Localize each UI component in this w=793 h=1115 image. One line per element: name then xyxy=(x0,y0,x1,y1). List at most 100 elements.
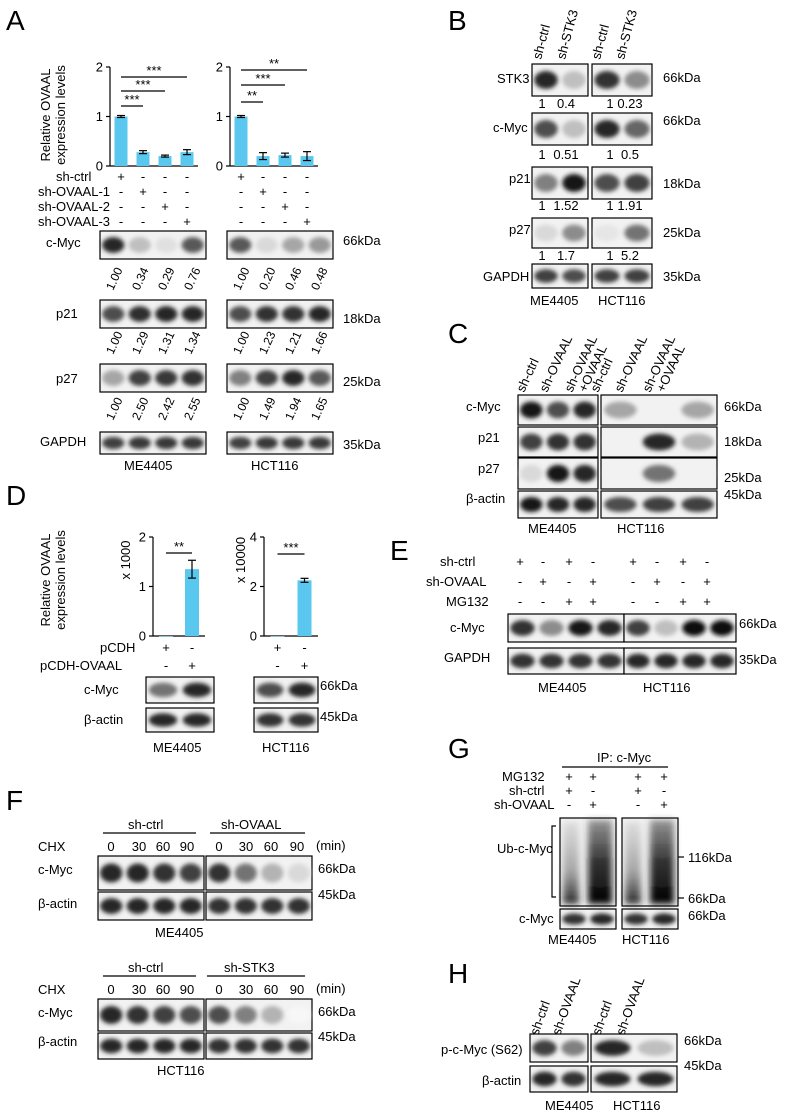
condition-sign: + xyxy=(660,769,668,784)
panel-f-letter: F xyxy=(6,785,23,816)
panel-c-kda: 45kDa xyxy=(724,487,762,502)
condition-sign: - xyxy=(567,797,571,812)
panel-c-letter: C xyxy=(448,318,468,349)
bar xyxy=(136,152,150,166)
panel-b-kda: 25kDa xyxy=(663,225,701,240)
quant-value: 1.00 xyxy=(103,265,126,292)
panel-a-signs: +---+----+---+----+---+----+---+ xyxy=(117,169,311,229)
lane-label: sh-OVAAL xyxy=(613,975,648,1037)
condition-sign: + xyxy=(301,658,309,673)
panel-d-kda: 66kDa xyxy=(320,678,358,693)
blot-band xyxy=(637,1040,674,1056)
quant-value: 1.7 xyxy=(557,248,575,263)
blot-band xyxy=(546,464,570,483)
panel-g-cond-label: sh-ctrl xyxy=(509,783,545,798)
blot-band xyxy=(520,464,543,483)
significance-label: *** xyxy=(146,63,161,78)
panel-b-blot-label: p27 xyxy=(509,222,531,237)
blot-band xyxy=(682,653,706,669)
blot-band xyxy=(642,433,676,451)
panel-c: C sh-ctrlsh-OVAALsh-OVAALsh-ctrlsh-OVAAL… xyxy=(448,318,762,536)
blot-band xyxy=(100,1006,123,1024)
time-label: 90 xyxy=(180,982,194,997)
condition-sign: + xyxy=(139,184,147,199)
condition-sign: + xyxy=(565,594,573,609)
significance-label: ** xyxy=(174,539,184,554)
y-tick-label: 2 xyxy=(96,60,103,75)
panel-d-chart-hct116: 024*** xyxy=(250,530,318,644)
blot-band xyxy=(288,682,316,698)
ub-smear xyxy=(625,822,641,904)
panel-b-kda: 35kDa xyxy=(663,269,701,284)
quant-value: 1.21 xyxy=(282,329,305,356)
blot-band xyxy=(287,1006,310,1024)
panel-a-blot-label: c-Myc xyxy=(46,235,81,250)
panel-e-blots xyxy=(507,613,737,675)
panel-c-blot-label: p27 xyxy=(478,461,500,476)
panel-a-cell-left: ME4405 xyxy=(124,458,172,473)
condition-sign: + xyxy=(679,594,687,609)
panel-c-kda: 25kDa xyxy=(724,470,762,485)
quant-value: 0.51 xyxy=(553,147,578,162)
panel-b-blot-label: p21 xyxy=(509,171,531,186)
condition-sign: + xyxy=(634,783,642,798)
condition-sign: + xyxy=(516,554,524,569)
blot-band xyxy=(546,401,570,419)
condition-sign: + xyxy=(303,214,311,229)
y-tick-label: 2 xyxy=(139,530,146,545)
panel-e-cell-right: HCT116 xyxy=(643,680,690,695)
blot-band xyxy=(561,1071,586,1087)
condition-sign: - xyxy=(141,214,145,229)
condition-sign: + xyxy=(117,169,125,184)
condition-sign: - xyxy=(705,554,709,569)
panel-g-cond-label: sh-OVAAL xyxy=(494,797,554,812)
blot-band xyxy=(654,620,678,636)
blot-band xyxy=(681,433,714,451)
blot-band xyxy=(126,1006,149,1024)
time-label: 0 xyxy=(107,982,114,997)
panel-d-cond-label: pCDH xyxy=(100,640,135,655)
panel-g-cond-label: MG132 xyxy=(502,769,545,784)
blot-band xyxy=(532,1040,557,1056)
blot-band xyxy=(256,682,284,698)
blot-band xyxy=(510,620,535,636)
panel-a-cond-label: sh-OVAAL-3 xyxy=(38,214,110,229)
panel-a-blot-label: GAPDH xyxy=(40,434,86,449)
panel-f-top-kda: 45kDa xyxy=(318,887,356,902)
bar xyxy=(158,156,172,166)
blot-band xyxy=(682,620,706,636)
quant-value: 0.4 xyxy=(557,96,575,111)
blot-band xyxy=(179,1038,202,1054)
condition-sign: - xyxy=(164,658,168,673)
panel-g-cmyc-label: c-Myc xyxy=(519,911,554,926)
blot-band xyxy=(155,436,178,450)
condition-sign: + xyxy=(589,574,597,589)
blot-band xyxy=(255,306,278,322)
panel-e-cond-label: sh-OVAAL xyxy=(426,574,486,589)
quant-value: 0.20 xyxy=(256,265,279,292)
time-label: 0 xyxy=(215,982,222,997)
condition-sign: + xyxy=(629,554,637,569)
blot-band xyxy=(710,620,734,636)
quant-value: 0.46 xyxy=(282,265,305,292)
panel-g-ub-label: Ub-c-Myc xyxy=(497,841,553,856)
blot-band xyxy=(604,401,637,419)
condition-sign: + xyxy=(565,554,573,569)
blot-band xyxy=(594,120,620,138)
panel-h-kda: 66kDa xyxy=(684,1033,722,1048)
blot-band xyxy=(594,71,620,89)
blot-band xyxy=(102,370,125,386)
panel-b-cell-left: ME4405 xyxy=(530,293,578,308)
panel-g-kda: 116kDa xyxy=(688,850,733,865)
condition-sign: - xyxy=(655,594,659,609)
blot-band xyxy=(153,898,176,914)
blot-band xyxy=(520,401,543,419)
panel-f-top-blot-label: c-Myc xyxy=(38,862,73,877)
significance-label: *** xyxy=(135,77,150,92)
panel-g-cell-left: ME4405 xyxy=(548,932,596,947)
significance-label: *** xyxy=(124,92,139,107)
lane-label: sh-ctrl xyxy=(529,23,553,61)
blot-band xyxy=(604,464,637,483)
condition-sign: + xyxy=(703,594,711,609)
